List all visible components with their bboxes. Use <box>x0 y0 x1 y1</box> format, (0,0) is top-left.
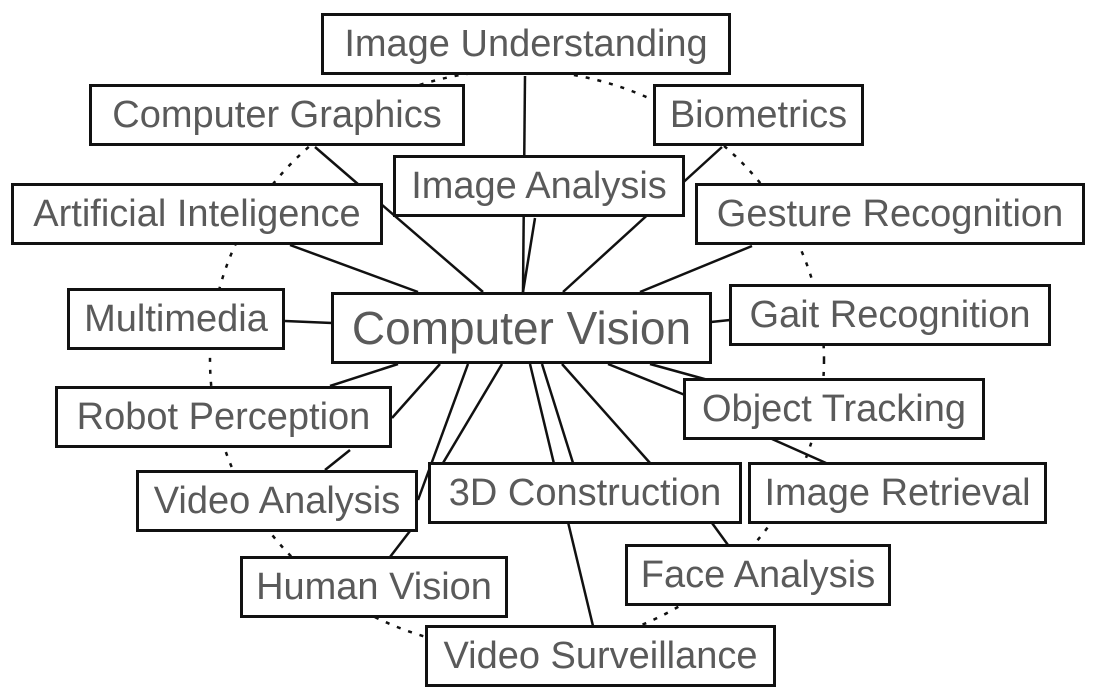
node-artificial-inteligence: Artificial Inteligence <box>11 183 383 245</box>
node-image-analysis: Image Analysis <box>393 155 685 217</box>
center-node-computer-vision: Computer Vision <box>331 292 712 364</box>
connector-video-analysis <box>324 449 351 471</box>
connector-face-analysis <box>540 363 575 464</box>
node-gait-recognition: Gait Recognition <box>729 284 1051 346</box>
connector-multimedia <box>284 319 333 325</box>
node-robot-perception: Robot Perception <box>55 386 392 448</box>
connector-biometrics <box>562 146 723 293</box>
node-image-understanding: Image Understanding <box>321 13 731 75</box>
connector-image-retrieval-b <box>771 437 827 465</box>
connector-human-vision <box>389 530 411 558</box>
node-face-analysis: Face Analysis <box>625 544 891 606</box>
node-image-retrieval: Image Retrieval <box>748 462 1047 524</box>
connector-artificial-inteligence <box>289 243 419 294</box>
node-multimedia: Multimedia <box>67 288 285 350</box>
connector-gesture-recognition <box>639 244 753 294</box>
connector-computer-graphics <box>314 146 484 293</box>
connector-robot-perception <box>329 362 399 388</box>
node-computer-graphics: Computer Graphics <box>89 84 465 146</box>
node-gesture-recognition: Gesture Recognition <box>695 183 1085 245</box>
connector-object-tracking <box>607 362 686 397</box>
connector-face-analysis-b <box>710 522 730 546</box>
connector-image-analysis <box>521 217 537 293</box>
node-video-surveillance: Video Surveillance <box>425 625 776 687</box>
connector-robot-perception-b <box>391 363 441 419</box>
node-object-tracking: Object Tracking <box>683 378 985 440</box>
node-3d-construction: 3D Construction <box>428 462 742 524</box>
node-video-analysis: Video Analysis <box>136 470 418 532</box>
connector-3d-construction <box>441 363 504 464</box>
connector-gait-recognition <box>710 318 731 324</box>
connector-object-tracking-b <box>649 362 709 382</box>
connector-video-analysis-b <box>416 363 470 501</box>
node-biometrics: Biometrics <box>653 84 864 146</box>
connector-image-retrieval <box>561 363 651 464</box>
node-human-vision: Human Vision <box>240 556 508 618</box>
